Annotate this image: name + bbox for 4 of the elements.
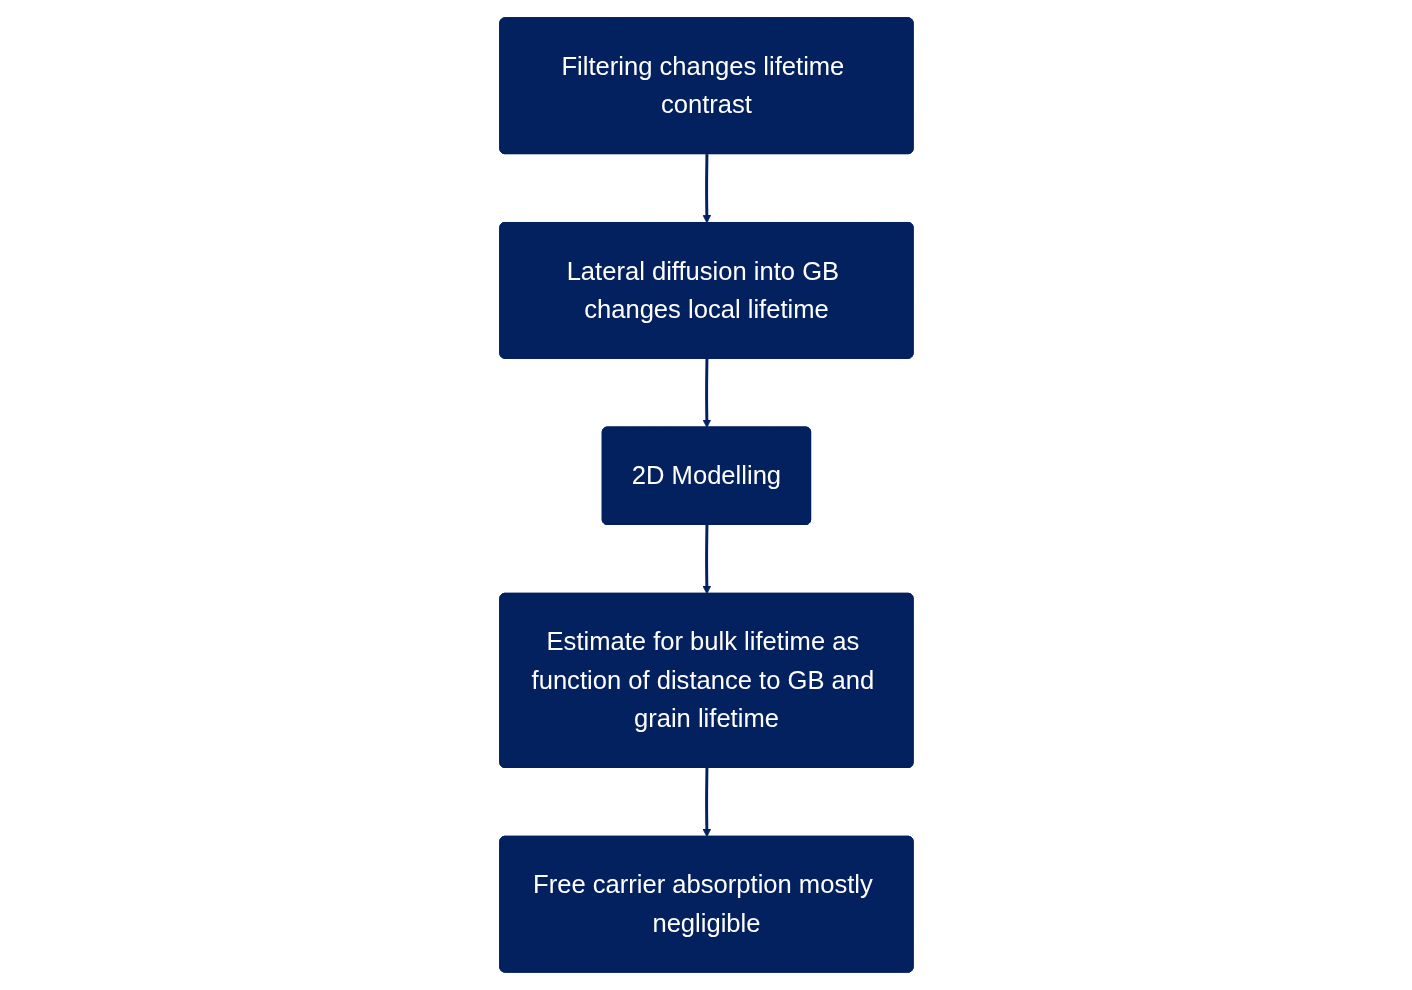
arrow <box>702 358 711 428</box>
arrow <box>702 154 711 224</box>
arrow <box>702 525 711 595</box>
arrow <box>702 767 711 838</box>
